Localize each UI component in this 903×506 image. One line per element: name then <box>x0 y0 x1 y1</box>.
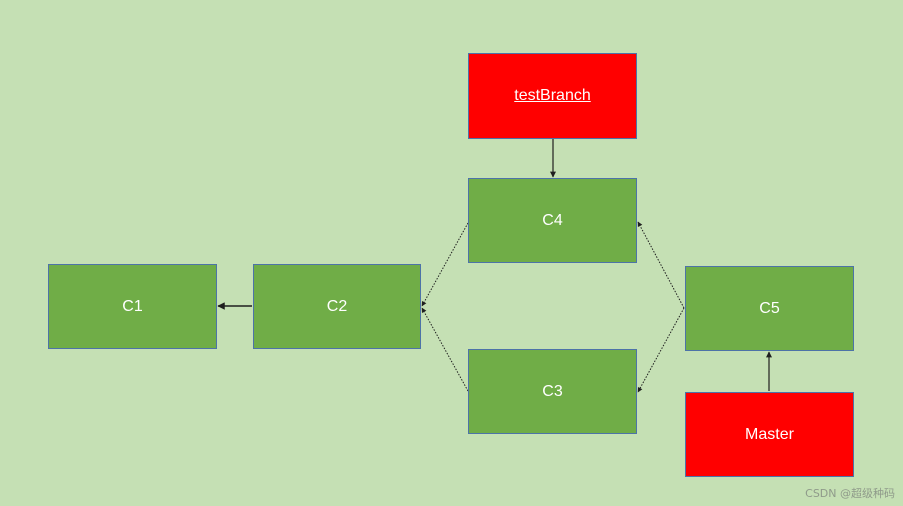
branch-testbranch-label: testBranch <box>514 87 591 104</box>
commit-c1: C1 <box>48 264 217 349</box>
watermark: CSDN @超级种码 <box>805 487 895 500</box>
commit-c5: C5 <box>685 266 854 351</box>
branch-master: Master <box>685 392 854 477</box>
arrow-c5-to-c4 <box>637 221 685 309</box>
arrow-c3-to-c2 <box>421 307 469 392</box>
commit-c3-label: C3 <box>542 382 563 400</box>
commit-c2: C2 <box>253 264 421 349</box>
branch-testbranch: testBranch <box>468 53 637 139</box>
commit-c4-label: C4 <box>542 211 563 229</box>
branch-master-label: Master <box>745 425 794 443</box>
arrow-c5-to-c3 <box>637 307 685 393</box>
commit-c5-label: C5 <box>759 299 780 317</box>
commit-c4: C4 <box>468 178 637 263</box>
commit-c3: C3 <box>468 349 637 434</box>
commit-c2-label: C2 <box>326 297 348 315</box>
arrow-c4-to-c2 <box>421 222 469 307</box>
commit-c1-label: C1 <box>122 297 143 315</box>
